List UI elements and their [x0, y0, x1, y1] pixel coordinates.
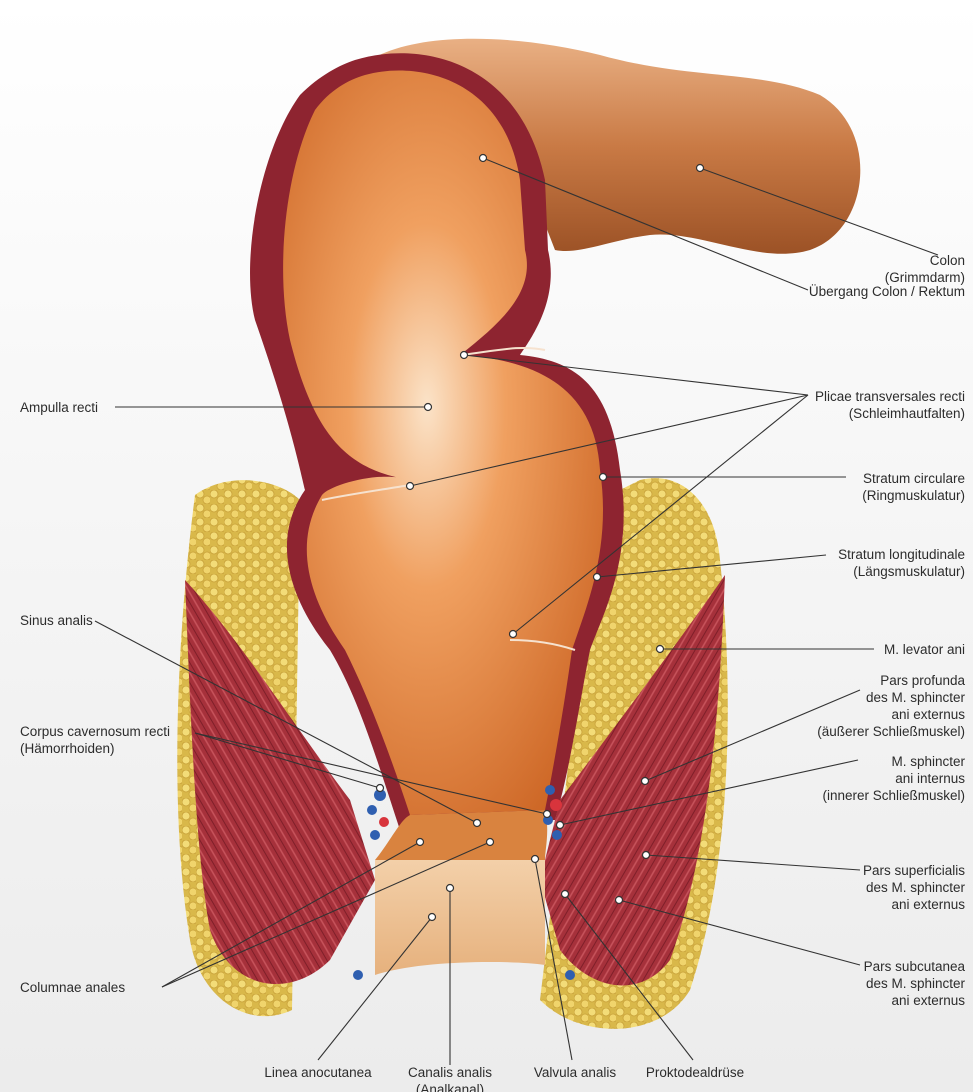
- label-proktodeal: Proktodealdrüse: [640, 1064, 750, 1081]
- label-canalis: Canalis analis(Analkanal): [400, 1064, 500, 1092]
- label-stratum-longitudinale: Stratum longitudinale(Längsmuskulatur): [838, 546, 965, 580]
- label-columnae: Columnae anales: [20, 979, 125, 996]
- label-levator: M. levator ani: [884, 641, 965, 658]
- label-stratum-circulare: Stratum circulare(Ringmuskulatur): [862, 470, 965, 504]
- label-valvula: Valvula analis: [525, 1064, 625, 1081]
- label-colon: Colon(Grimmdarm): [885, 252, 965, 286]
- label-sinus: Sinus analis: [20, 612, 93, 629]
- label-plicae: Plicae transversales recti(Schleimhautfa…: [815, 388, 965, 422]
- label-linea: Linea anocutanea: [258, 1064, 378, 1081]
- label-corpus: Corpus cavernosum recti(Hämorrhoiden): [20, 723, 170, 757]
- label-uebergang: Übergang Colon / Rektum: [809, 283, 965, 300]
- label-ampulla: Ampulla recti: [20, 399, 98, 416]
